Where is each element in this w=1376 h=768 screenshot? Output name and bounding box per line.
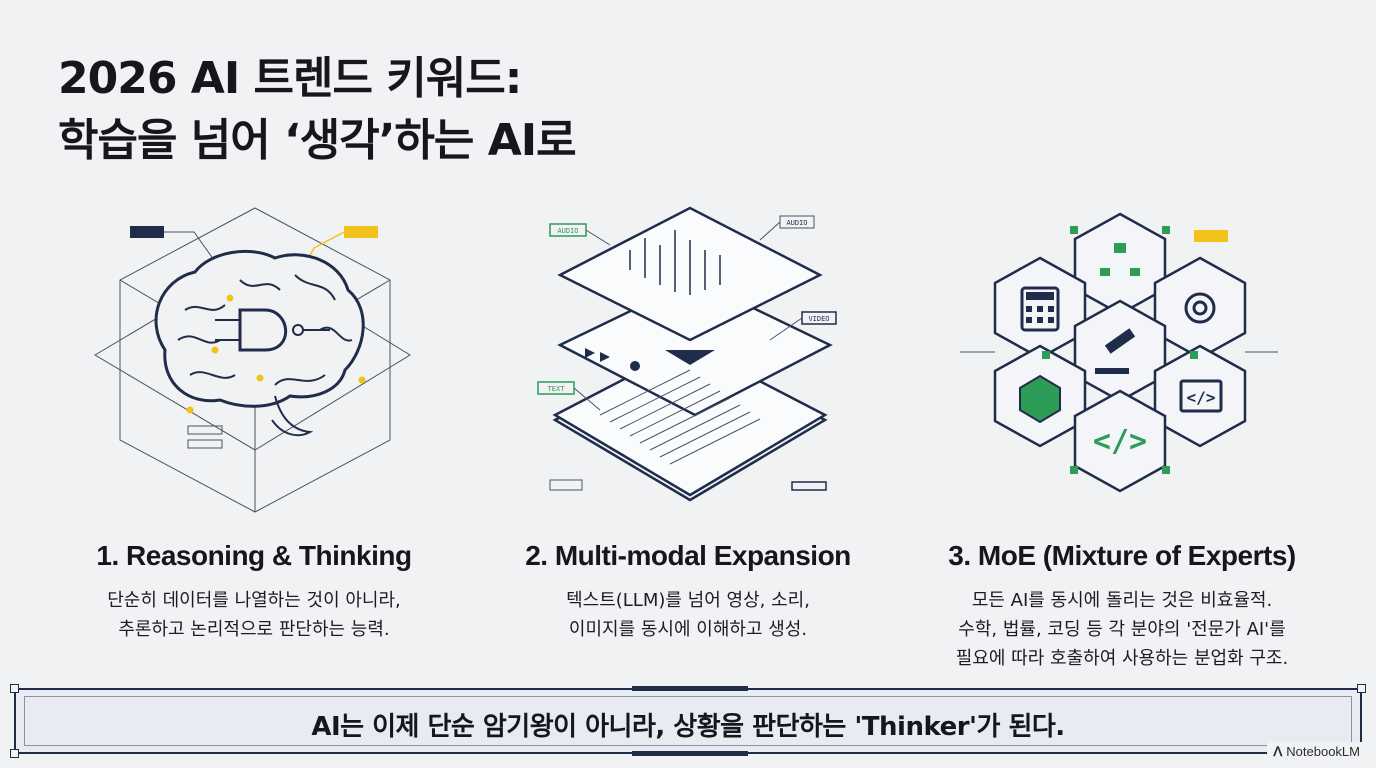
audio-label-right: AUDIO (786, 219, 807, 227)
column-desc-line: 추론하고 논리적으로 판단하는 능력. (118, 619, 390, 640)
banner-message: AI는 이제 단순 암기왕이 아니라, 상황을 판단하는 'Thinker'가 … (311, 712, 1065, 742)
banner-corner-dot (10, 749, 19, 758)
column-moe: 3. MoE (Mixture of Experts) 모든 AI를 동시에 돌… (902, 540, 1342, 673)
banner-accent-top (632, 686, 748, 691)
page-title: 2026 AI 트렌드 키워드: 학습을 넘어 ‘생각’하는 AI로 (58, 48, 577, 172)
brain-logic-gate-icon (94, 207, 411, 513)
banner-accent-bottom (632, 751, 748, 756)
column-desc-line: 모든 AI를 동시에 돌리는 것은 비효율적. (971, 590, 1273, 611)
hexagon-expert-grid-icon: </> </> (960, 212, 1278, 493)
column-reasoning: 1. Reasoning & Thinking 단순히 데이터를 나열하는 것이… (34, 540, 474, 644)
text-label: TEXT (548, 385, 566, 393)
banner-inner-frame (24, 696, 1352, 746)
banner-corner-dot (1357, 684, 1366, 693)
summary-banner: AI는 이제 단순 암기왕이 아니라, 상황을 판단하는 'Thinker'가 … (10, 684, 1366, 758)
column-desc-line: 수학, 법률, 코딩 등 각 분야의 '전문가 AI'를 (958, 619, 1286, 640)
column-heading: 1. Reasoning & Thinking (96, 540, 412, 571)
svg-text:</>: </> (1187, 388, 1216, 407)
column-heading: 3. MoE (Mixture of Experts) (948, 540, 1296, 571)
column-desc-line: 단순히 데이터를 나열하는 것이 아니라, (107, 590, 401, 611)
banner-corner-dot (10, 684, 19, 693)
watermark-label: NotebookLM (1286, 744, 1360, 759)
title-line-2: 학습을 넘어 ‘생각’하는 AI로 (58, 115, 577, 166)
video-label: VIDEO (808, 315, 829, 323)
stacked-media-layers-icon: AUDIO AUDIO VIDEO TEXT (537, 206, 837, 502)
column-multimodal: 2. Multi-modal Expansion 텍스트(LLM)를 넘어 영상… (468, 540, 908, 644)
svg-text:</>: </> (1093, 424, 1147, 459)
column-desc-line: 텍스트(LLM)를 넘어 영상, 소리, (566, 590, 810, 611)
audio-label-left: AUDIO (557, 227, 578, 235)
column-heading: 2. Multi-modal Expansion (525, 540, 851, 571)
column-desc-line: 필요에 따라 호출하여 사용하는 분업화 구조. (955, 648, 1289, 669)
column-desc-line: 이미지를 동시에 이해하고 생성. (568, 619, 808, 640)
notebooklm-icon: ᐱ (1273, 744, 1283, 759)
title-line-1: 2026 AI 트렌드 키워드: (58, 53, 522, 104)
